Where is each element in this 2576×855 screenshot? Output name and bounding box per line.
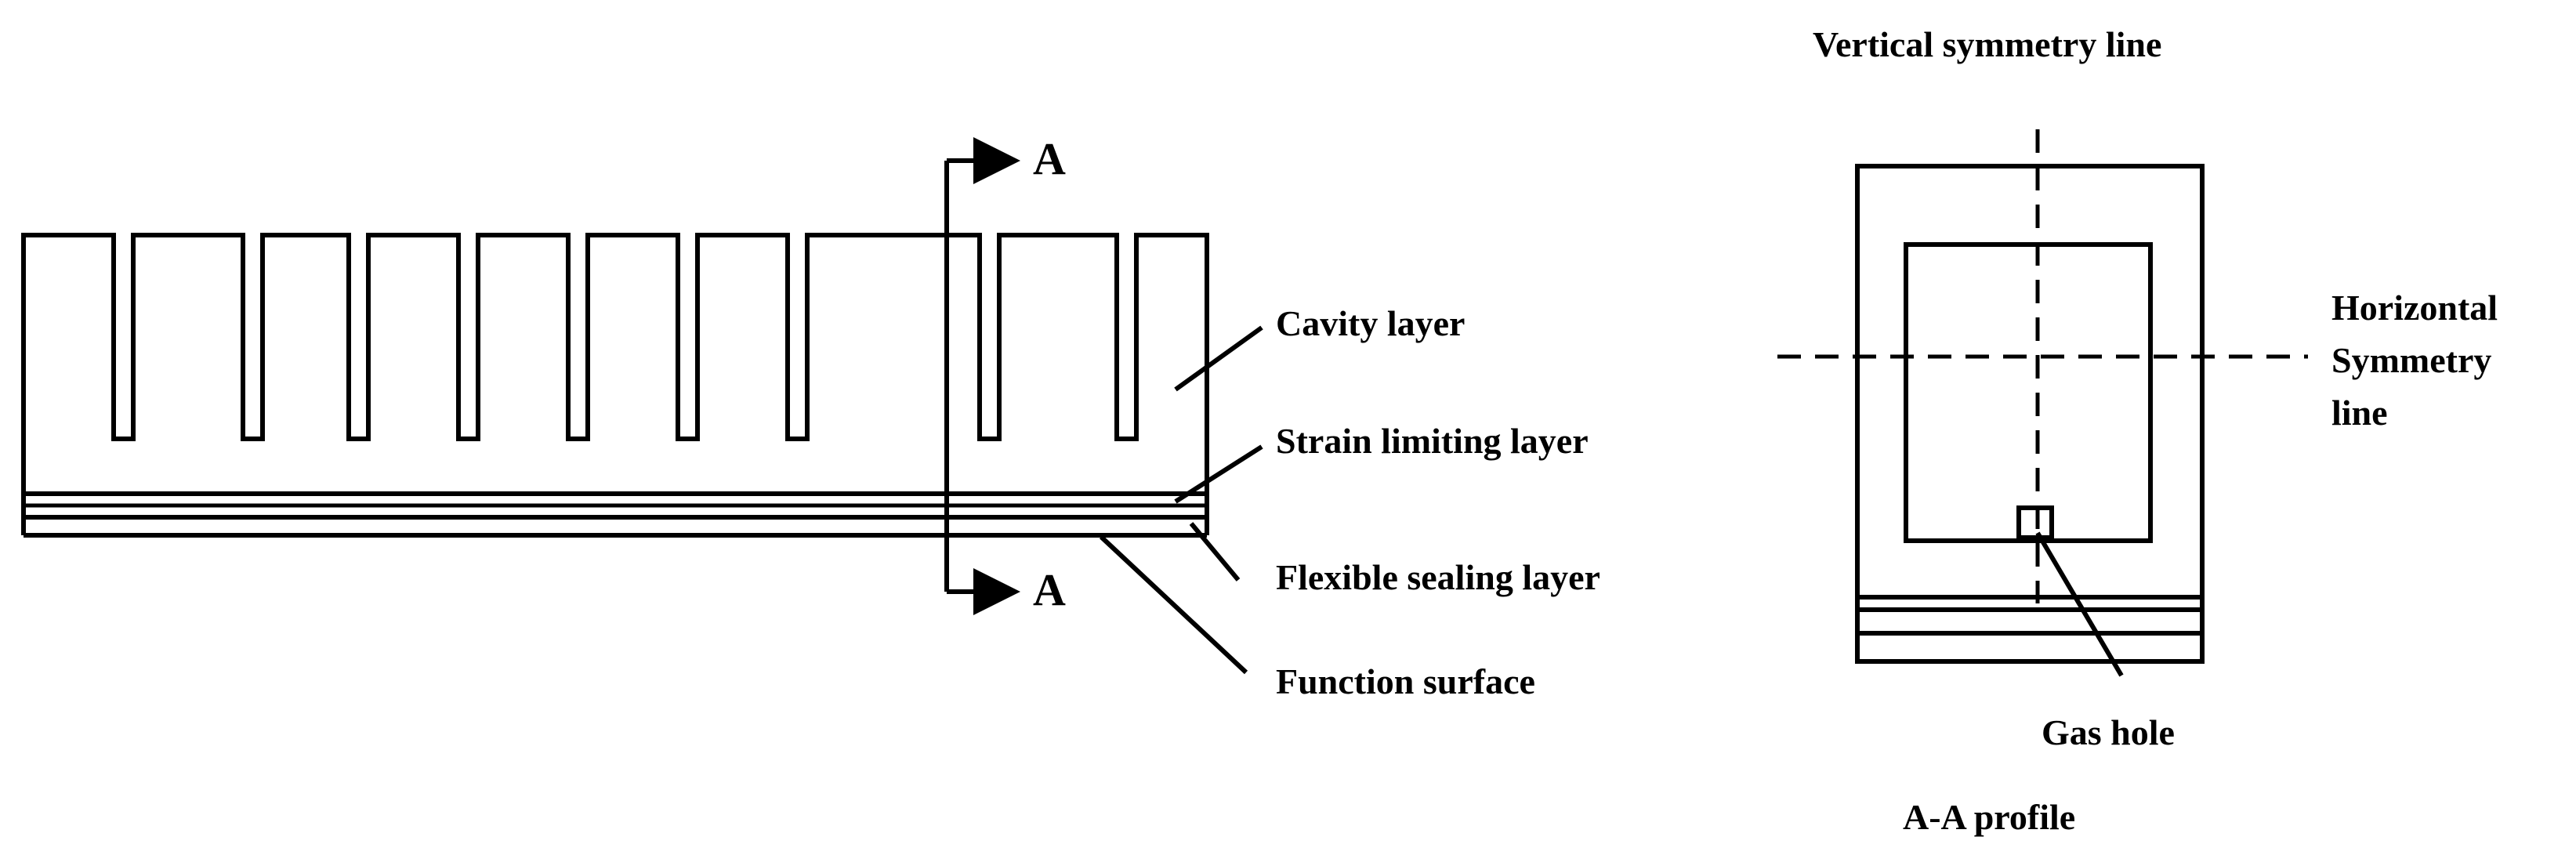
leader-strain-limiting bbox=[1174, 444, 1263, 504]
label-aa-profile: A-A profile bbox=[1903, 797, 2075, 837]
label-horizontal-2: Symmetry bbox=[2331, 340, 2491, 380]
leader-function-surface bbox=[1099, 534, 1248, 675]
label-horizontal-3: line bbox=[2331, 393, 2388, 433]
profile-inner-cavity bbox=[1904, 242, 2153, 543]
leader-flexible-sealing bbox=[1189, 522, 1241, 581]
leader-gas-hole bbox=[2035, 531, 2124, 677]
leader-cavity-layer bbox=[1174, 325, 1263, 392]
section-cut-line: A A bbox=[944, 133, 1066, 615]
profile-outer-rect bbox=[1855, 164, 2205, 664]
label-gas-hole: Gas hole bbox=[2042, 712, 2175, 752]
label-function-surface: Function surface bbox=[1276, 661, 1535, 701]
gas-hole bbox=[2016, 505, 2054, 540]
label-strain-limiting-layer: Strain limiting layer bbox=[1276, 421, 1589, 461]
label-horizontal-1: Horizontal bbox=[2331, 288, 2498, 328]
section-marker-bottom: A bbox=[1033, 564, 1066, 615]
section-marker-top: A bbox=[1033, 133, 1066, 184]
label-cavity-layer: Cavity layer bbox=[1276, 303, 1465, 343]
label-vertical-symmetry-line: Vertical symmetry line bbox=[1813, 24, 2161, 64]
cavity-layer-outline bbox=[21, 233, 1209, 494]
actuator-side-view: A A Cavity layer Strain limiting layer F… bbox=[21, 133, 1600, 701]
aa-profile-view: Vertical symmetry line Horizontal Symmet… bbox=[1777, 24, 2498, 837]
label-flexible-sealing-layer: Flexible sealing layer bbox=[1276, 557, 1600, 597]
